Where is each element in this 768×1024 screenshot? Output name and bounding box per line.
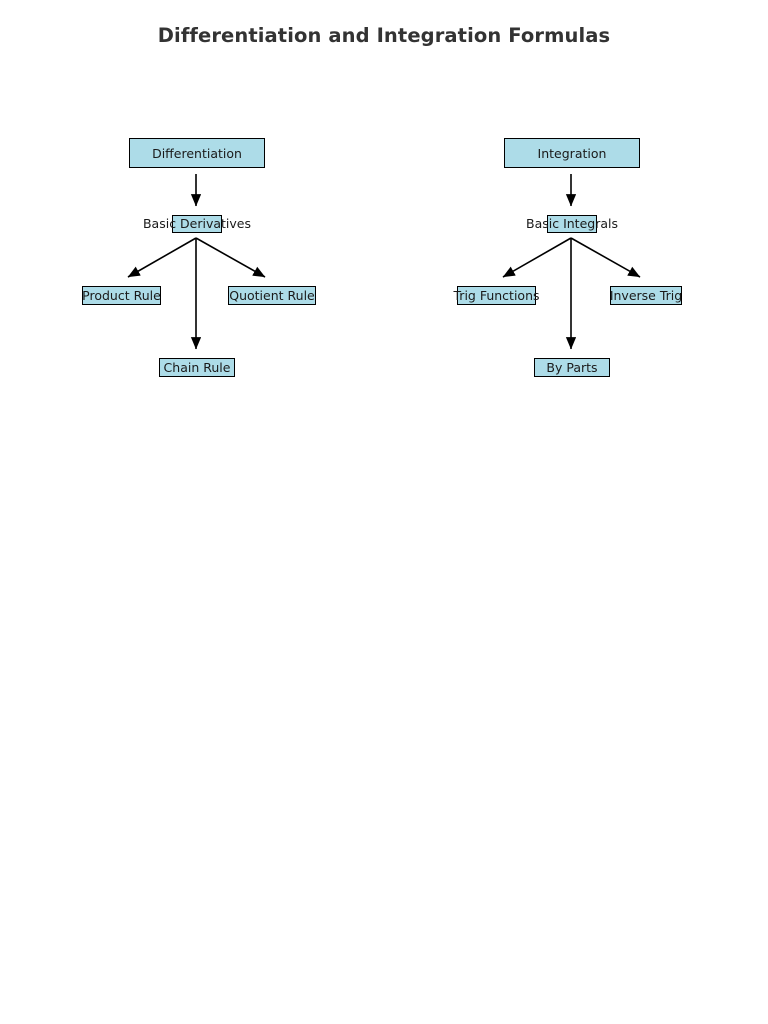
formula-tree-diagram: Differentiation Basic Derivatives Produc… — [0, 0, 768, 420]
node-trig-functions[interactable]: Trig Functions — [454, 286, 540, 305]
node-differentiation[interactable]: Differentiation — [129, 138, 265, 168]
node-integration-label: Integration — [537, 145, 607, 161]
node-by-parts[interactable]: By Parts — [534, 358, 610, 377]
node-differentiation-label: Differentiation — [152, 145, 242, 161]
page-title: Differentiation and Integration Formulas — [157, 24, 611, 47]
edge-basic-integrals-to-trig-functions — [502, 237, 572, 278]
node-inverse-trig[interactable]: Inverse Trig — [610, 286, 682, 305]
node-by-parts-label: By Parts — [546, 360, 598, 375]
node-basic-integrals[interactable]: Basic Integrals — [526, 215, 618, 233]
edge-basic-derivatives-to-product-rule — [127, 237, 197, 278]
node-basic-derivatives[interactable]: Basic Derivatives — [143, 215, 251, 233]
diagram-edges — [127, 174, 641, 350]
node-basic-derivatives-label: Basic Derivatives — [142, 216, 252, 231]
node-product-rule-label: Product Rule — [82, 288, 161, 303]
node-chain-rule[interactable]: Chain Rule — [159, 358, 235, 377]
node-inverse-trig-label: Inverse Trig — [609, 288, 683, 303]
node-quotient-rule-label: Quotient Rule — [229, 288, 315, 303]
node-chain-rule-label: Chain Rule — [163, 360, 231, 375]
node-product-rule[interactable]: Product Rule — [82, 286, 161, 305]
edge-basic-derivatives-to-quotient-rule — [195, 237, 266, 278]
node-basic-integrals-label: Basic Integrals — [526, 216, 618, 231]
edge-basic-integrals-to-inverse-trig — [570, 237, 641, 278]
node-quotient-rule[interactable]: Quotient Rule — [228, 286, 316, 305]
node-trig-functions-label: Trig Functions — [453, 288, 540, 303]
node-integration[interactable]: Integration — [504, 138, 640, 168]
